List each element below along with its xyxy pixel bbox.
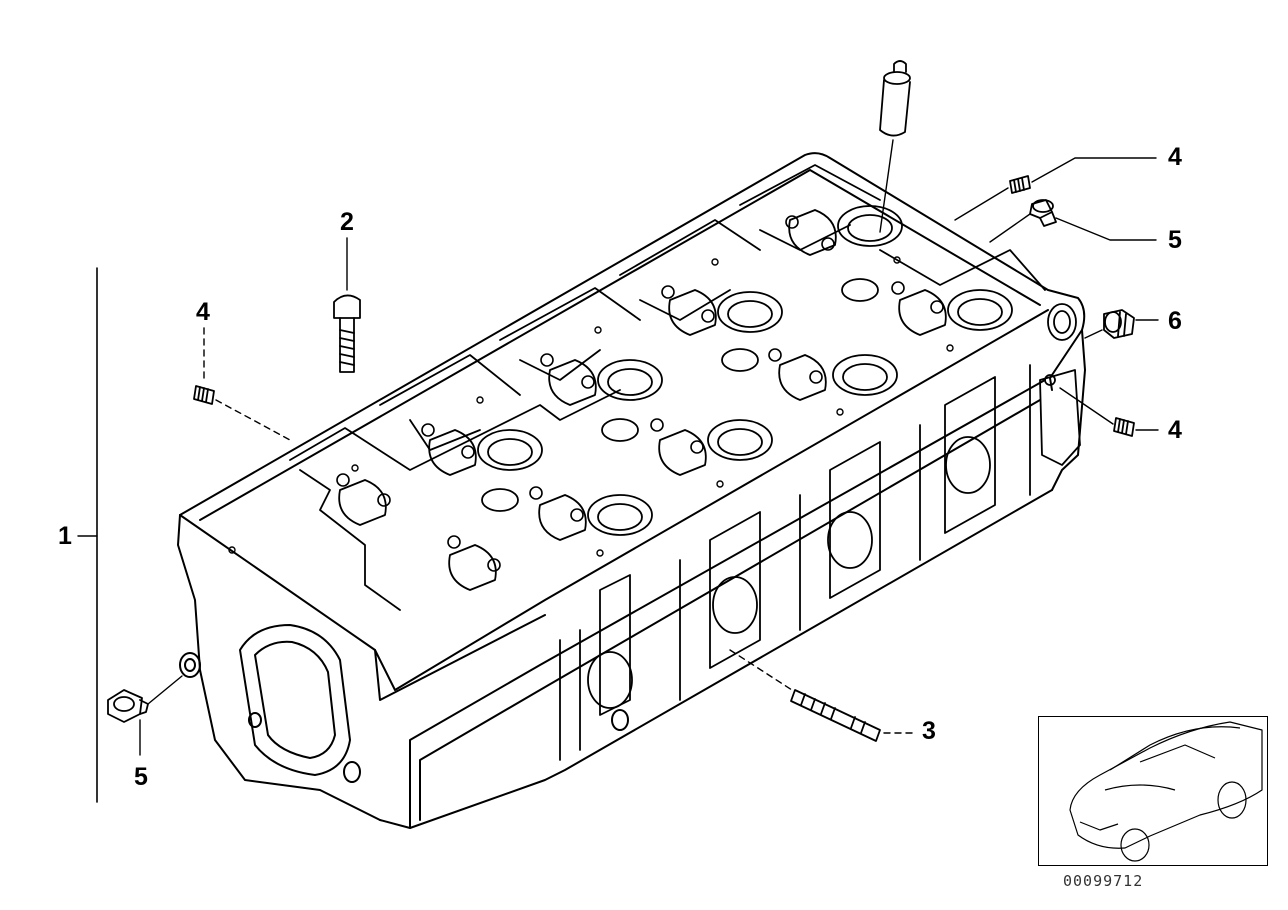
- stud-leader-line: [729, 649, 913, 734]
- end-flange: [1039, 303, 1081, 466]
- side-port: [559, 364, 1031, 761]
- bolt-part: [333, 294, 361, 373]
- screw-plug-bottom-leader-line: [139, 675, 183, 756]
- callout-4-right: 4: [1168, 416, 1182, 444]
- stud-part: [790, 689, 881, 742]
- callout-1: 1: [58, 522, 72, 550]
- vehicle-thumbnail-frame: [1038, 716, 1268, 866]
- plug-part-top: [1009, 175, 1031, 194]
- deck-hole: [228, 256, 954, 557]
- cylinder-head-body: [177, 152, 1086, 829]
- plug-top-leader-line: [954, 157, 1157, 221]
- cap-plug-part: [1103, 309, 1135, 339]
- callout-3: 3: [922, 717, 936, 745]
- camshaft-bore: [179, 624, 629, 783]
- cylinder-bay: [289, 164, 1046, 611]
- valve-bore: [477, 205, 1013, 536]
- callout-5-bottom: 5: [134, 763, 148, 791]
- screw-plug-part-bottom: [107, 689, 149, 723]
- boss-bolt-head: [336, 215, 944, 572]
- plug-right-leader-line: [1059, 387, 1159, 431]
- screw-plug-part-top: [1029, 199, 1057, 227]
- sleeve-leader-line: [879, 139, 894, 233]
- callout-6: 6: [1168, 307, 1182, 335]
- callout-2: 2: [340, 208, 354, 236]
- screw-plug-top-leader-line: [989, 213, 1157, 243]
- rocker-boss: [338, 209, 947, 591]
- diagram-reference-number: 00099712: [1063, 872, 1144, 890]
- plug-left-leader-line: [203, 327, 291, 441]
- callout-4-top: 4: [1168, 143, 1182, 171]
- plug-part-right: [1113, 417, 1135, 437]
- callout-4-left: 4: [196, 298, 210, 326]
- sleeve-part: [879, 60, 911, 137]
- plug-part-left: [193, 385, 215, 405]
- cap-plug-leader-line: [1084, 319, 1159, 339]
- callout-5-top: 5: [1168, 226, 1182, 254]
